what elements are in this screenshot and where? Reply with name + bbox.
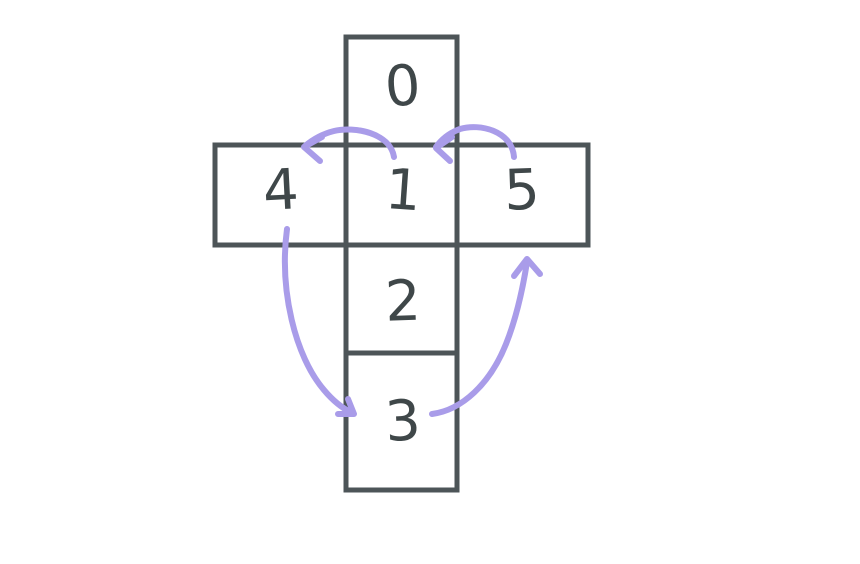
arrow-4-to-3-head xyxy=(335,396,357,417)
cell-label-face-5: 5 xyxy=(503,158,541,224)
cell-face-0[interactable]: 0 xyxy=(343,34,460,148)
cell-face-1[interactable]: 1 xyxy=(343,142,460,248)
cell-face-3[interactable]: 3 xyxy=(343,350,460,493)
arrow-1-to-4-head xyxy=(301,134,325,164)
net-arrows xyxy=(282,124,543,417)
arrow-4-to-3-curve xyxy=(282,226,355,416)
cell-face-5[interactable]: 5 xyxy=(454,142,591,248)
cell-rect-face-4 xyxy=(212,142,349,248)
cell-rect-face-3 xyxy=(343,350,460,493)
arrow-5-to-1 xyxy=(433,124,517,164)
cell-face-2[interactable]: 2 xyxy=(343,242,460,356)
arrow-4-to-3 xyxy=(282,226,357,417)
arrow-3-to-5-curve xyxy=(429,259,530,417)
cell-rect-face-5 xyxy=(454,142,591,248)
cell-label-face-3: 3 xyxy=(383,388,422,455)
net-cells: 0 4 1 5 2 3 xyxy=(212,34,591,493)
cell-face-4[interactable]: 4 xyxy=(212,142,349,248)
arrow-1-to-4 xyxy=(301,126,397,164)
cell-label-face-2: 2 xyxy=(384,269,422,335)
cell-label-face-4: 4 xyxy=(261,157,300,224)
arrow-3-to-5-head xyxy=(511,256,543,279)
arrow-5-to-1-head xyxy=(433,134,455,164)
cell-label-face-1: 1 xyxy=(383,157,423,224)
arrow-3-to-5 xyxy=(429,256,543,417)
cell-label-face-0: 0 xyxy=(383,53,423,120)
